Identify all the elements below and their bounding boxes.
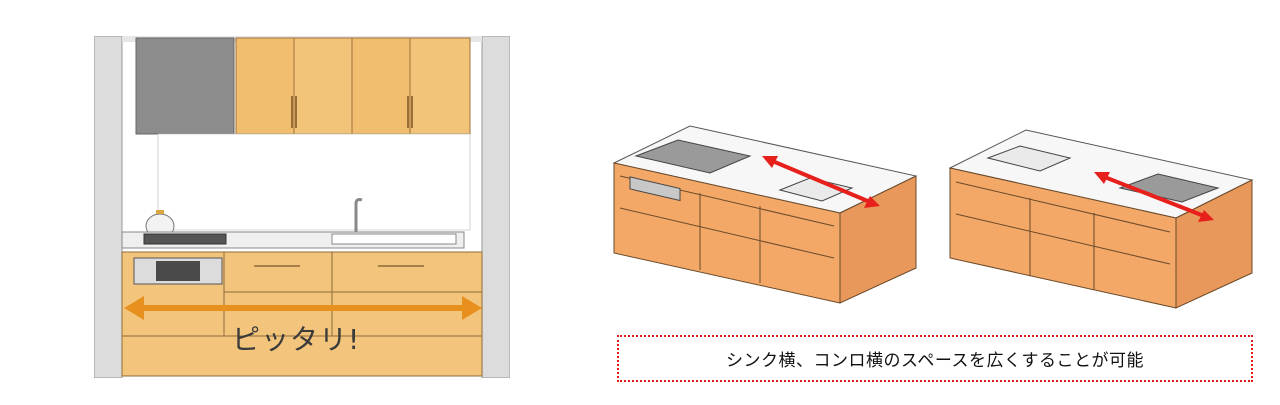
sink-b	[986, 145, 1072, 172]
caption-text: シンク横、コンロ横のスペースを広くすることが可能	[726, 351, 1144, 371]
backsplash	[157, 133, 471, 231]
red-arrow-b	[1101, 174, 1205, 218]
range-hood	[135, 37, 235, 135]
isometric-kitchens-illustration	[612, 125, 1254, 309]
left-wall	[94, 36, 123, 378]
fit-arrow	[124, 296, 482, 320]
faucet-icon	[354, 198, 363, 232]
kitchen-sink-left-stove-right	[948, 129, 1254, 309]
kitchen-sink-right-stove-left	[612, 125, 918, 304]
oven-window	[156, 261, 200, 281]
caption-box: シンク横、コンロ横のスペースを広くすることが可能	[617, 335, 1253, 382]
right-wall	[481, 36, 510, 378]
cooktop	[143, 233, 227, 245]
sink-a	[778, 177, 854, 202]
wall-cabinets	[235, 37, 471, 135]
fit-label: ピッタリ!	[232, 323, 361, 356]
front-kitchen-illustration	[94, 36, 510, 378]
sink	[331, 233, 457, 245]
cooktop-a	[634, 139, 752, 174]
red-arrow-a	[769, 158, 871, 204]
